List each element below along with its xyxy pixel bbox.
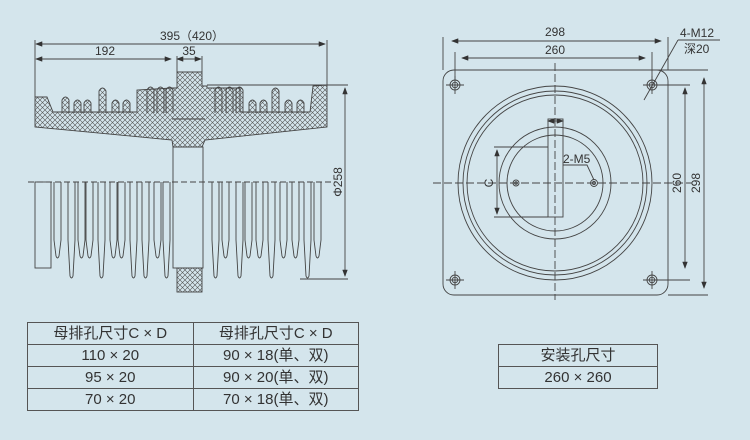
shed-fin bbox=[85, 182, 94, 259]
shed-fin bbox=[117, 182, 126, 259]
insulator-fin bbox=[259, 99, 268, 113]
screw-label: 2-M5 bbox=[563, 152, 591, 166]
bolt-label: 4-M12 bbox=[680, 26, 714, 40]
shed-fin bbox=[162, 182, 171, 279]
shed-fin bbox=[97, 182, 106, 279]
shed-fin bbox=[211, 182, 220, 279]
dim-hole-height: 260 bbox=[670, 173, 684, 193]
shed-fin bbox=[279, 182, 288, 259]
shed-fin bbox=[255, 182, 264, 259]
bolt-hole bbox=[643, 271, 661, 289]
screw-hole-left bbox=[512, 179, 520, 187]
shed-fin bbox=[313, 182, 322, 259]
shed-fin bbox=[153, 182, 162, 259]
insulator-fin bbox=[225, 86, 234, 113]
insulator-fin bbox=[73, 99, 82, 113]
insulator-fin bbox=[284, 99, 293, 113]
table-header: 母排孔尺寸C × D bbox=[192, 322, 359, 345]
insulator-fin bbox=[61, 96, 70, 113]
table-row: 110 × 20 90 × 18(单、双) bbox=[27, 344, 359, 367]
insulator-fin bbox=[83, 99, 92, 113]
insulator-fin bbox=[146, 86, 155, 113]
insulator-fin bbox=[156, 86, 165, 113]
table-cell: 90 × 18(单、双) bbox=[192, 344, 359, 367]
bolt-hole bbox=[446, 76, 464, 94]
table-header: 安装孔尺寸 bbox=[498, 344, 658, 367]
mounting-plate bbox=[442, 69, 669, 296]
shed-fin bbox=[129, 182, 138, 279]
shed-fin bbox=[77, 182, 86, 259]
table-cell: 70 × 18(单、双) bbox=[192, 388, 359, 411]
shed-fin bbox=[291, 182, 300, 259]
table-row: 70 × 20 70 × 18(单、双) bbox=[27, 388, 359, 411]
shed-fin bbox=[67, 182, 76, 279]
bolt-hole bbox=[446, 271, 464, 289]
insulator-fin bbox=[271, 87, 280, 113]
table-cell: 110 × 20 bbox=[27, 344, 194, 367]
dim-left-length: 192 bbox=[95, 44, 115, 58]
insulator-fin bbox=[214, 86, 223, 113]
shed-fin bbox=[244, 182, 253, 259]
bolt-depth-label: 深20 bbox=[684, 42, 710, 56]
dim-diameter: Φ258 bbox=[331, 167, 345, 197]
busbar-hole-table: 母排孔尺寸C × D 母排孔尺寸C × D 110 × 20 90 × 18(单… bbox=[27, 322, 359, 411]
c-dimension-label: C bbox=[482, 178, 496, 187]
shed-fin bbox=[221, 182, 230, 259]
insulator-fin bbox=[165, 86, 174, 113]
side-view bbox=[28, 40, 348, 293]
table-cell: 260 × 260 bbox=[498, 366, 658, 389]
table-row: 95 × 20 90 × 20(单、双) bbox=[27, 366, 359, 389]
shed-fin bbox=[53, 182, 62, 259]
insulator-fin bbox=[296, 99, 305, 113]
dim-outer-height: 298 bbox=[689, 173, 703, 193]
shed-fin bbox=[267, 182, 276, 279]
insulator-fin bbox=[248, 99, 257, 113]
table-cell: 95 × 20 bbox=[27, 366, 194, 389]
insulator-fin bbox=[111, 99, 120, 113]
shed-fin bbox=[303, 182, 312, 279]
table-cell: 70 × 20 bbox=[27, 388, 194, 411]
shed-fin bbox=[141, 182, 150, 279]
shed-fin bbox=[235, 182, 244, 279]
mounting-hole-table: 安装孔尺寸 260 × 260 bbox=[498, 344, 658, 389]
insulator-fin bbox=[98, 87, 107, 113]
dim-overall-length: 395（420） bbox=[160, 29, 224, 43]
dim-neck-width: 35 bbox=[182, 44, 196, 58]
front-view bbox=[433, 37, 720, 300]
insulator-fin bbox=[235, 86, 244, 113]
table-cell: 90 × 20(单、双) bbox=[192, 366, 359, 389]
shed-fin bbox=[109, 182, 118, 259]
dim-outer-width: 298 bbox=[545, 25, 565, 39]
table-header: 母排孔尺寸C × D bbox=[27, 322, 194, 345]
dim-hole-width: 260 bbox=[545, 43, 565, 57]
insulator-fin bbox=[122, 99, 131, 113]
